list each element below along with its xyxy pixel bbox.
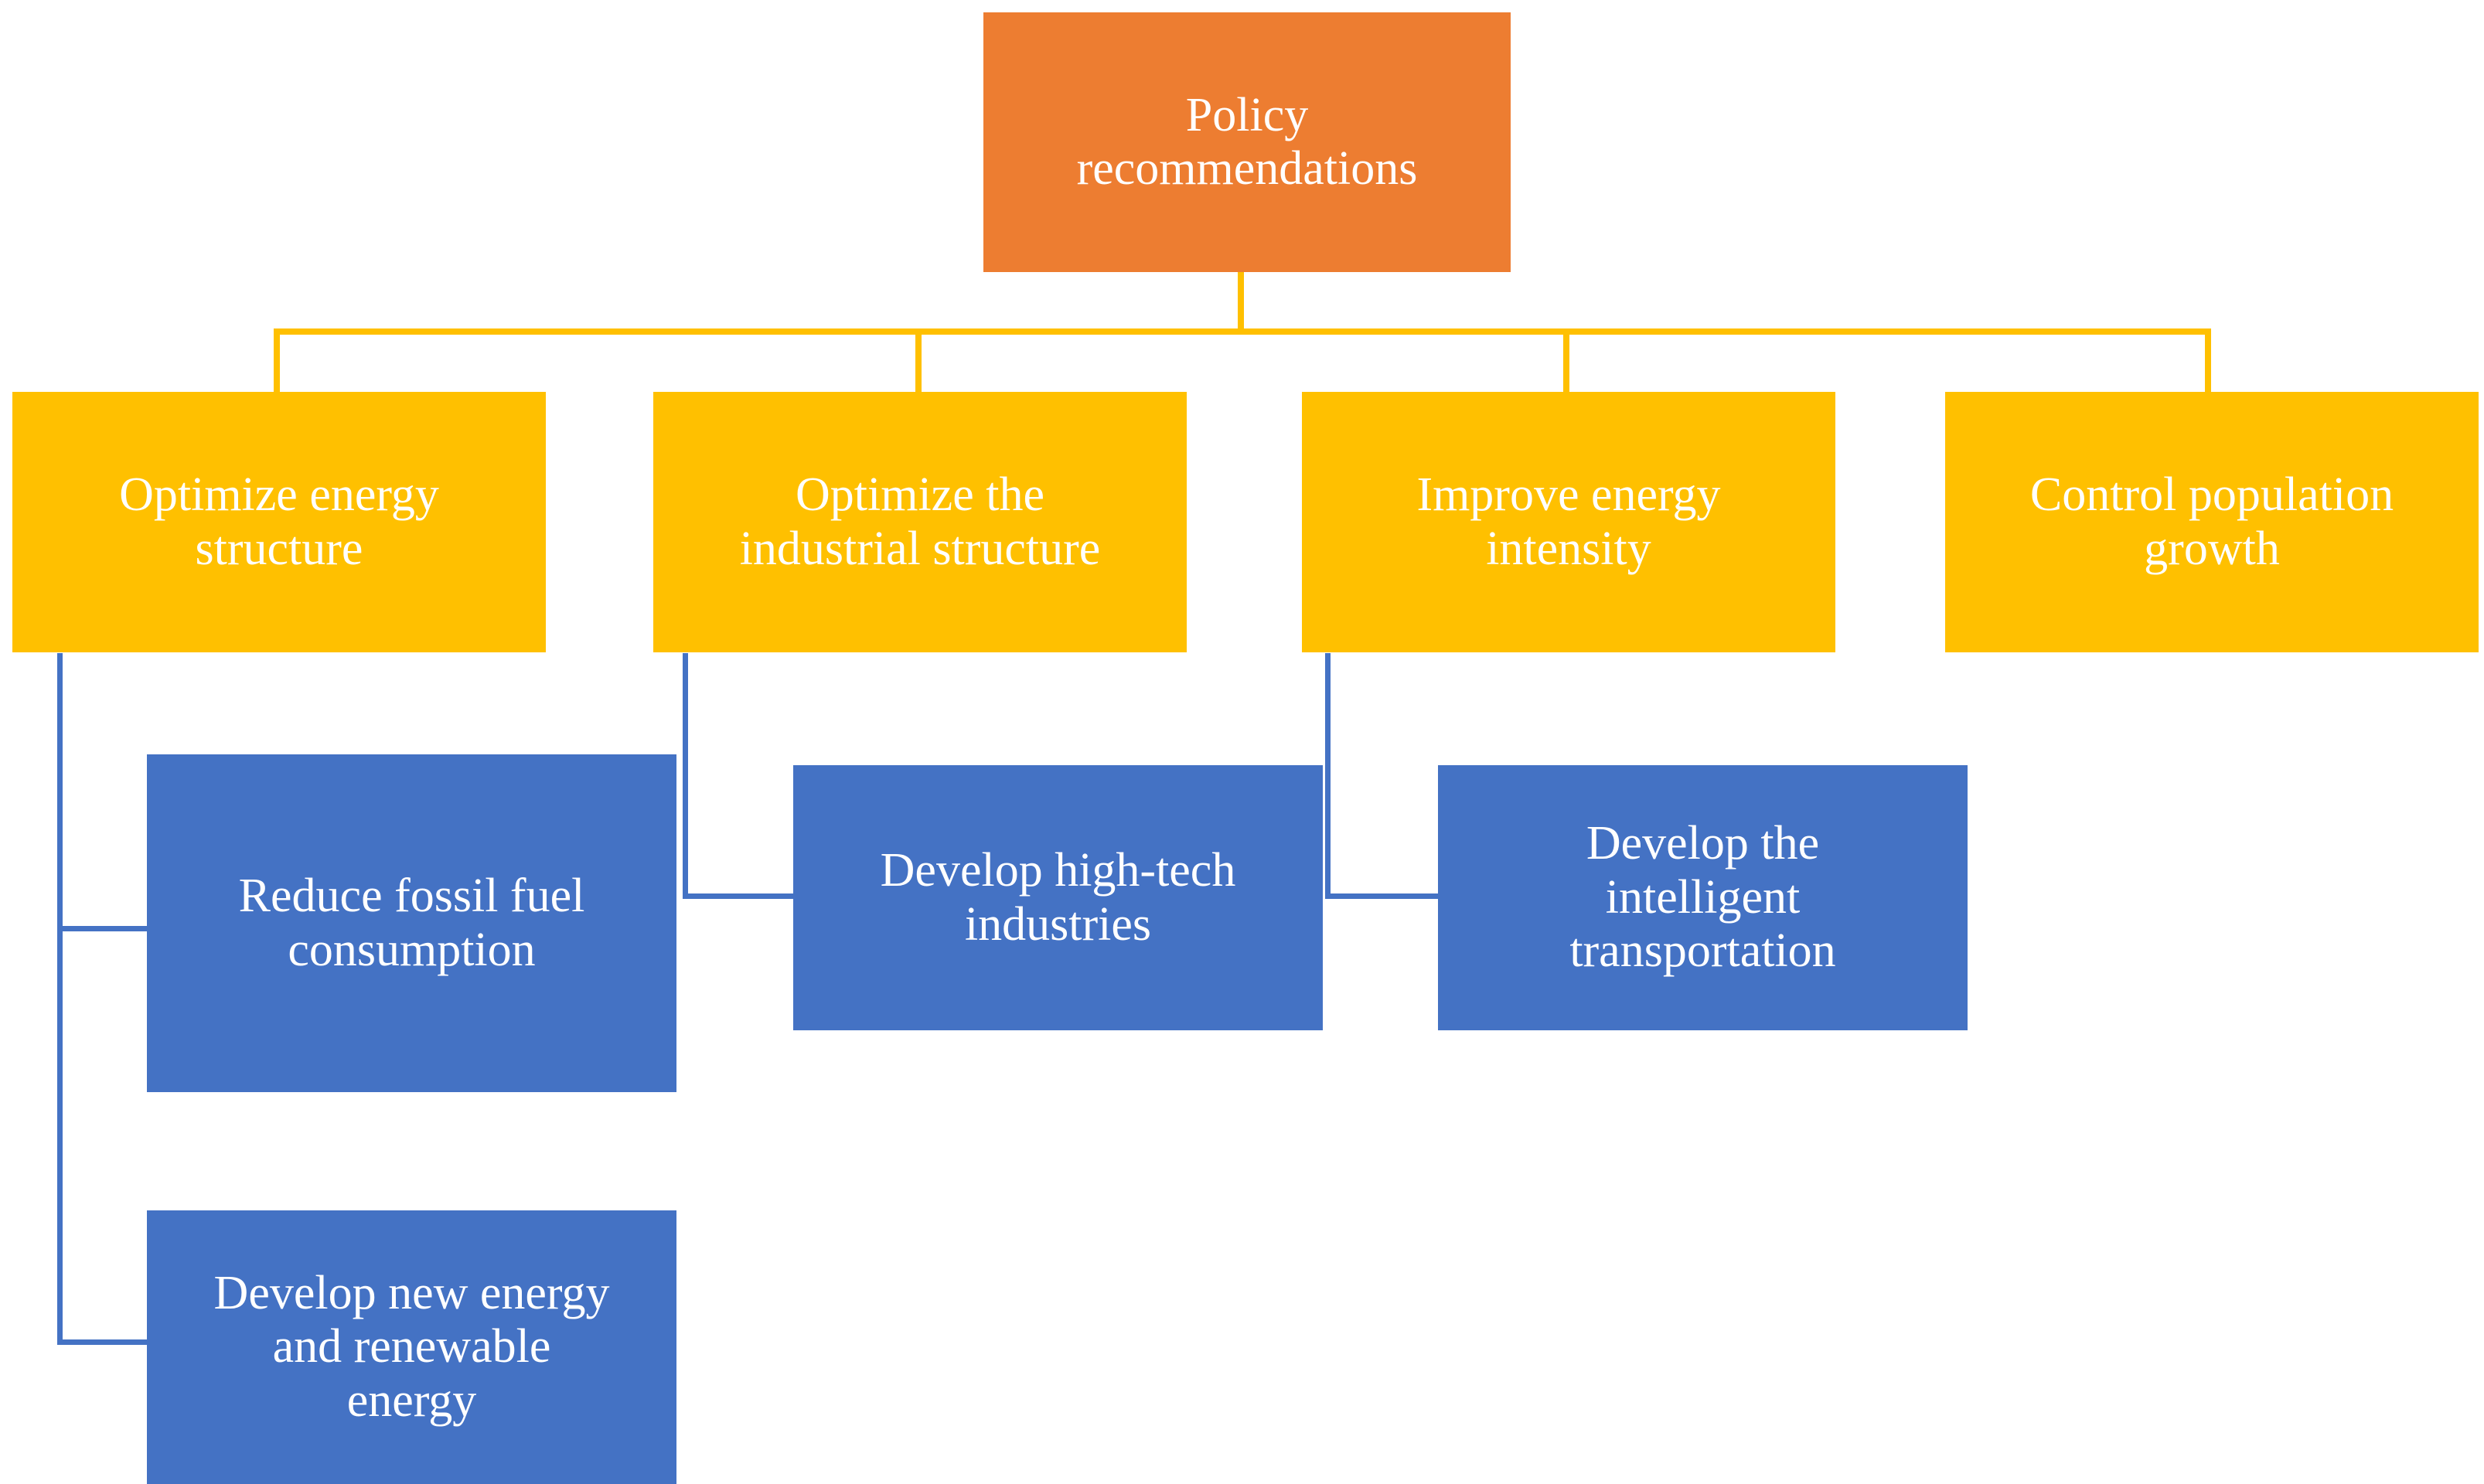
connector-bus-to-control-population-growth <box>2205 328 2211 392</box>
node-develop-the-intelligent-transportation[interactable]: Develop the intelligent transportation <box>1438 765 1968 1030</box>
connector-bus-to-optimize-industrial-structure <box>915 328 922 392</box>
node-improve-energy-intensity[interactable]: Improve energy intensity <box>1302 392 1835 652</box>
node-control-population-growth[interactable]: Control population growth <box>1945 392 2479 652</box>
connector-elbow-reduce-fossil-fuel-consumption <box>57 926 150 931</box>
node-optimize-the-industrial-structure[interactable]: Optimize the industrial structure <box>653 392 1187 652</box>
node-develop-high-tech-industries[interactable]: Develop high-tech industries <box>793 765 1323 1030</box>
connector-trunk-improve-energy-intensity <box>1325 653 1331 899</box>
connector-root-drop <box>1238 272 1244 332</box>
node-optimize-energy-structure[interactable]: Optimize energy structure <box>12 392 546 652</box>
connector-horizontal-bus <box>274 328 2211 335</box>
connector-elbow-develop-intelligent-transportation <box>1325 893 1443 899</box>
connector-trunk-optimize-energy-structure <box>57 653 63 1345</box>
connector-bus-to-optimize-energy-structure <box>274 328 280 392</box>
node-reduce-fossil-fuel-consumption[interactable]: Reduce fossil fuel consumption <box>147 754 676 1092</box>
connector-trunk-optimize-industrial-structure <box>683 653 688 899</box>
connector-elbow-develop-high-tech-industries <box>683 893 800 899</box>
node-policy-recommendations[interactable]: Policy recommendations <box>983 12 1511 272</box>
connector-elbow-develop-new-energy <box>57 1339 150 1345</box>
node-develop-new-energy-and-renewable-energy[interactable]: Develop new energy and renewable energy <box>147 1210 676 1484</box>
connector-bus-to-improve-energy-intensity <box>1563 328 1569 392</box>
